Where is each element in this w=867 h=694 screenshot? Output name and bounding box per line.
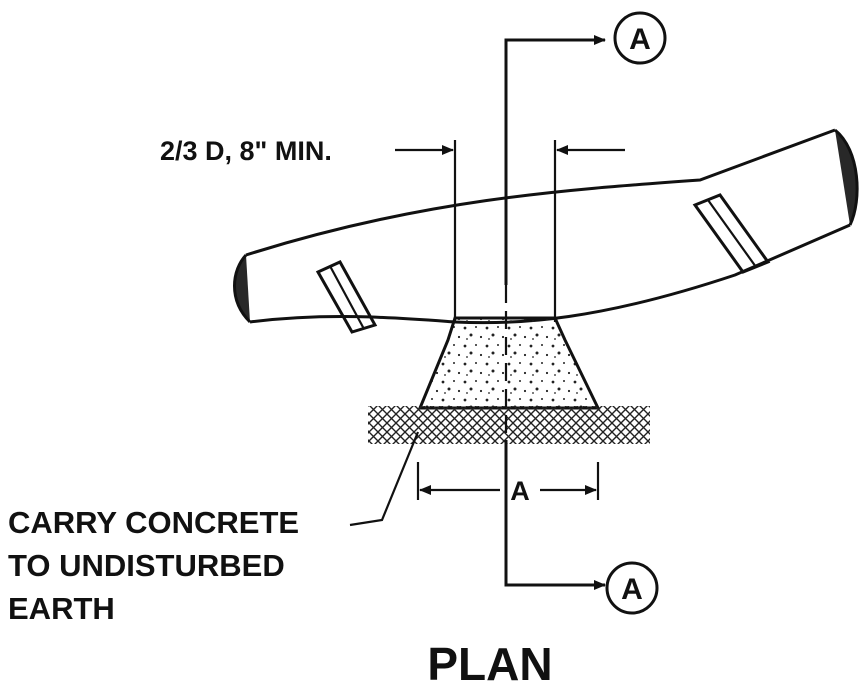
- section-marker-top-label: A: [629, 23, 651, 56]
- section-line-bottom: [504, 440, 606, 590]
- section-marker-bottom: A: [605, 561, 659, 615]
- section-line-top: [504, 35, 606, 285]
- concrete-thrust-block: [417, 316, 601, 410]
- note-leader-line: [349, 431, 420, 527]
- section-cut-line: [504, 35, 606, 590]
- pipe-upper-edge: [245, 128, 836, 257]
- section-marker-bottom-label: A: [621, 573, 643, 606]
- section-marker-top: A: [613, 11, 667, 65]
- note-line-2: TO UNDISTURBED: [8, 548, 285, 583]
- concrete-note: CARRY CONCRETE TO UNDISTURBED EARTH: [8, 505, 299, 626]
- pipe-left-end: [233, 253, 252, 324]
- dimension-label: 2/3 D, 8" MIN.: [160, 136, 332, 166]
- note-line-3: EARTH: [8, 591, 115, 626]
- undisturbed-earth-hatch: [368, 406, 650, 444]
- base-dimension-label: A: [510, 476, 530, 506]
- note-line-1: CARRY CONCRETE: [8, 505, 299, 540]
- base-dimension: A: [416, 462, 600, 506]
- pipe-bend: [233, 128, 859, 334]
- right-joint-line: [707, 199, 757, 268]
- thrust-block-outline: [417, 316, 601, 410]
- left-pipe-joint: [315, 260, 378, 334]
- left-joint-line: [329, 265, 365, 330]
- pipe-right-end: [834, 128, 859, 226]
- view-title: PLAN: [427, 638, 552, 690]
- width-dimension: 2/3 D, 8" MIN.: [160, 136, 625, 166]
- right-pipe-joint: [692, 193, 771, 274]
